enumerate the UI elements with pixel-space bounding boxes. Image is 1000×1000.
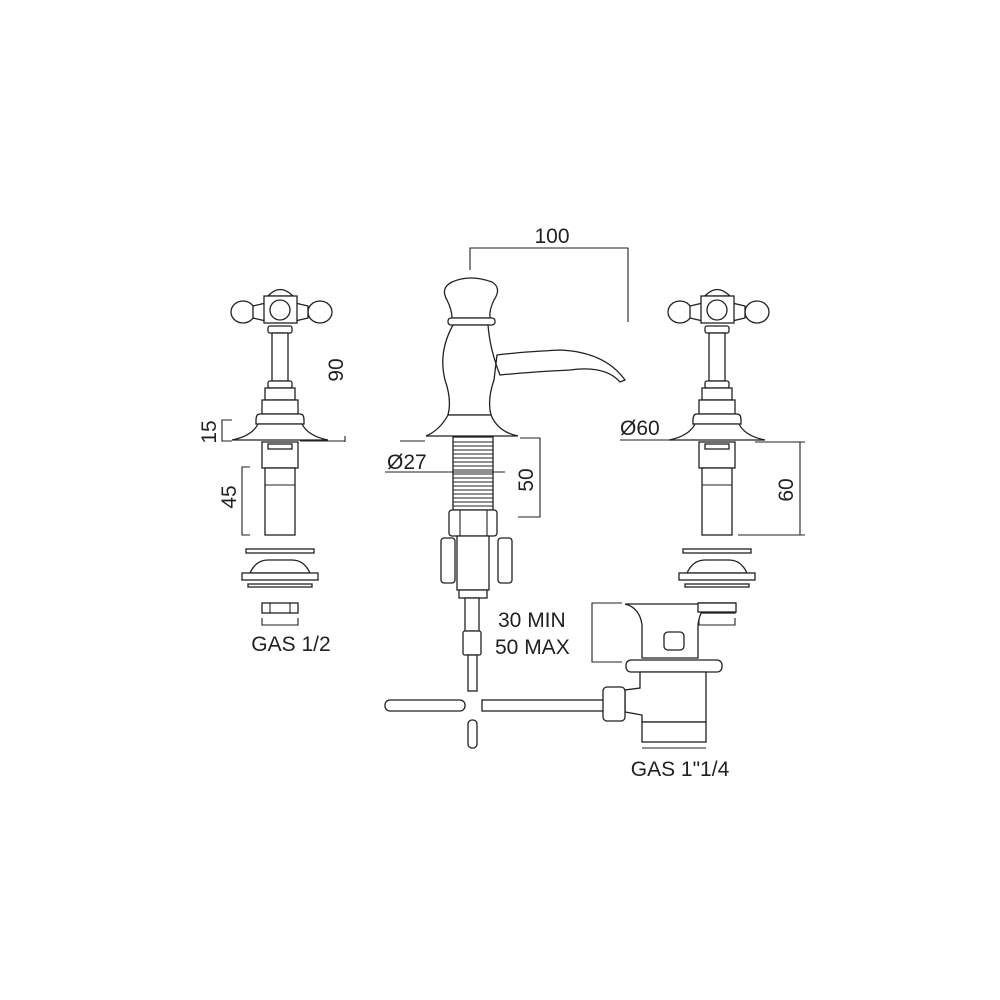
right-cross-handle-tap xyxy=(667,288,770,626)
right-dimensions xyxy=(620,439,805,536)
center-spout xyxy=(384,277,627,749)
label-shank-length-left: 45 xyxy=(218,485,241,508)
label-tap-height: 90 xyxy=(325,358,348,381)
label-spout-reach: 100 xyxy=(534,225,569,248)
label-thread-waste: GAS 1"1/4 xyxy=(631,758,730,781)
label-shank-length-right: 60 xyxy=(775,478,798,501)
label-shank-diameter: Ø27 xyxy=(387,451,427,474)
left-dimensions xyxy=(221,419,346,536)
label-flange-diameter-right: Ø60 xyxy=(620,417,660,440)
left-cross-handle-tap xyxy=(230,288,333,626)
label-flange-height: 15 xyxy=(198,420,221,443)
label-thickness-max: 50 MAX xyxy=(495,636,570,659)
label-thickness-min: 30 MIN xyxy=(498,609,566,632)
label-shank-length-center: 50 xyxy=(515,468,538,491)
pop-up-waste xyxy=(602,602,737,749)
center-dimensions xyxy=(385,247,629,663)
label-thread-tap: GAS 1/2 xyxy=(251,633,330,656)
